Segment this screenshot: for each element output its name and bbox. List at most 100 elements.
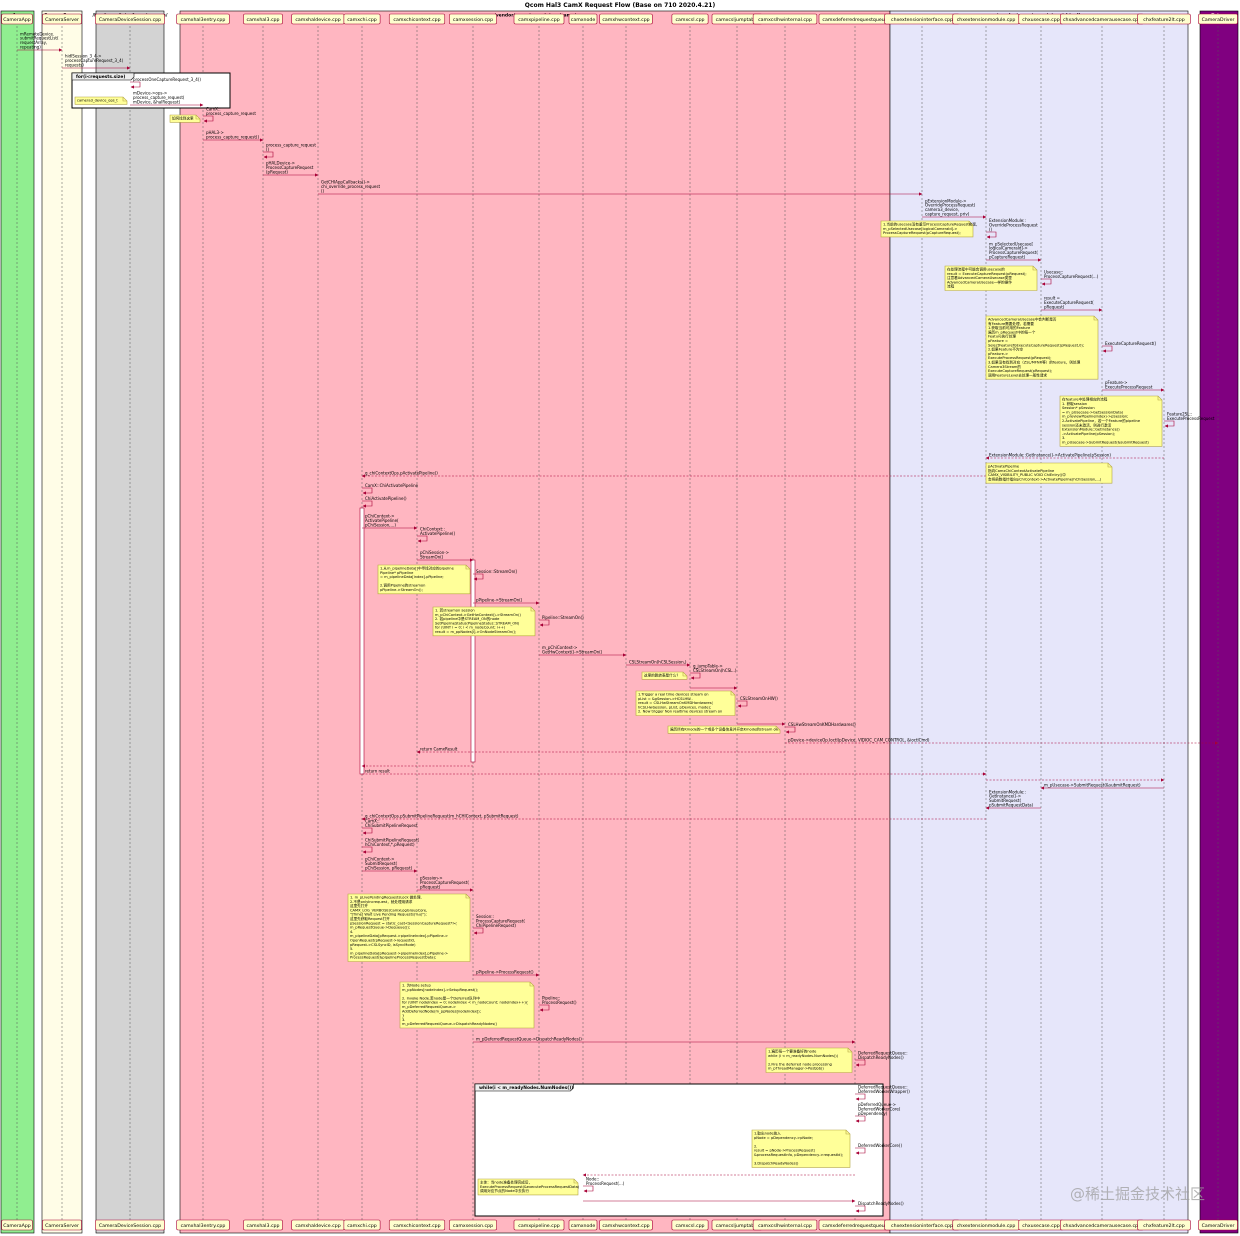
- note-text: 有Feature需要处理，若需要: [988, 321, 1034, 326]
- message-label: ExecuteCaptureRequest(: [1044, 300, 1094, 305]
- note-text: 2.: [754, 1144, 757, 1148]
- participant-label: camxhaldevice.cpp: [295, 17, 340, 23]
- message-label: camera3_device,: [925, 207, 959, 212]
- self-call-line: [1102, 345, 1113, 353]
- note-text: 1. 为Node setup: [402, 983, 431, 988]
- note-text: 2.调用Pipeline的streamon: [380, 583, 425, 588]
- participant-box: [599, 13, 653, 25]
- message-label: (pRequest): [266, 170, 288, 175]
- package-box-chi: [889, 10, 1189, 1234]
- message-label: Session::: [476, 914, 494, 919]
- note-text: AdvancedCameraUsecase中会判断是否: [988, 317, 1057, 322]
- participant-box: [95, 13, 165, 25]
- participant-label: camxdeferredrequestqueue: [822, 17, 887, 23]
- note-text: 3.如果没有找到对应（ZSL/MFNR等）的feature，则处理: [988, 360, 1081, 365]
- note-text: 1.Trigger a real time devices stream on: [638, 693, 709, 697]
- message-arrow: pHALDevice->ProcessCaptureRequest(pReque…: [263, 161, 319, 177]
- note-text: ExecuteProcessRequest(&executeProcessReq…: [480, 1185, 580, 1189]
- message-label: mRemoteDevice.: [20, 31, 54, 36]
- note-fold: [1157, 396, 1162, 401]
- participant-label: camxnode: [571, 1223, 596, 1229]
- participant-camxchi-bottom: camxchi.cpp: [343, 1219, 381, 1231]
- note-text: m_pDeferredRequestQueue->: [402, 1005, 456, 1009]
- participant-camxnode-bottom: camxnode: [568, 1219, 598, 1231]
- note-fold: [1107, 463, 1112, 468]
- message-label: pHAL3->: [206, 130, 224, 135]
- message-arrow: DeferredRequestQueue::DispatchReadyNodes…: [855, 1051, 908, 1067]
- participant-label: camxchi.cpp: [347, 17, 377, 23]
- participant-label: CameraDeviceSession.cpp: [99, 17, 161, 23]
- note-fold: [465, 565, 470, 570]
- self-call-line: [473, 927, 484, 935]
- note-text: AdvancedCameraUsecase一样的操作: [947, 279, 1012, 284]
- message-label: pDeferredQueue->: [858, 1102, 896, 1107]
- note: 1. 若streamon sessionm_pChiContext->GetHw…: [432, 606, 536, 637]
- note-text: 1. 若streamon session: [435, 608, 475, 613]
- note-body: [641, 671, 688, 680]
- message-label: SubmitRequest(: [365, 861, 397, 866]
- message-label: DeferredWorkerCore(): [858, 1143, 902, 1148]
- note-text: m_pChiContext->GetHwContext()->StreamOn(…: [435, 613, 521, 617]
- message-arrow: ChiContext::ActivatePipeline(): [417, 527, 456, 543]
- message-label: OverrideProcessRequest(: [925, 203, 976, 208]
- message-arrow: g_chiContextOps.pActivatePipeline(): [361, 471, 986, 478]
- participant-CameraDeviceSession-bottom: CameraDeviceSession.cpp: [95, 1219, 165, 1231]
- note-text: 1. m_pLivePendingRequestsLock 做处理,: [350, 895, 422, 900]
- loop-label: while(i < m_readyNodes.NumNodes()): [479, 1085, 573, 1091]
- participant-box: [343, 1219, 381, 1231]
- participant-box: [513, 13, 565, 25]
- message-arrow: m_pDeferredRequestQueue->DispatchReadyNo…: [473, 1037, 856, 1044]
- self-call-line: [855, 1115, 866, 1123]
- note-text: SelectFeatureToExecuteCaptureRequest(pRe…: [988, 343, 1084, 347]
- self-call-line: [986, 231, 997, 239]
- note-text: SetPipelineStatus(PipelineStatus::STREAM…: [435, 621, 520, 625]
- note: 1.Trigger a real time devices stream onp…: [635, 690, 736, 716]
- message-label: ChiPipelineRequest): [476, 923, 516, 928]
- participant-label: CameraServer: [45, 1223, 79, 1229]
- participant-camxsession-bottom: camxsession.cpp: [449, 1219, 497, 1231]
- participant-camxcsl-top: camxcsl.cpp: [671, 13, 709, 25]
- message-arrow: CamX::process_capture_request: [203, 107, 256, 123]
- note-text: 2.ActivatePipeline，若一个Feature的pipeline: [1062, 418, 1141, 423]
- message-arrow: pExtensionModule->OverrideProcessRequest…: [922, 198, 987, 219]
- watermark: @稀土掘金技术社区: [1070, 1185, 1205, 1203]
- message-label: pFeature->: [1105, 380, 1127, 385]
- participant-label: camxnode: [571, 17, 596, 23]
- note-text: 在处理流程中可能会调用usecase的: [947, 267, 1005, 272]
- message-label: pCaptureRequest): [989, 255, 1026, 260]
- message-label: ExecuteCaptureRequest(): [1105, 341, 1157, 346]
- message-label: return result: [365, 769, 390, 774]
- message-label: mDevice->ops->: [133, 91, 167, 96]
- participant-box: [599, 1219, 653, 1231]
- note-text: pRequest->CSLSyncID, isSyncMode): [350, 943, 416, 947]
- note-fold: [530, 607, 535, 612]
- note-text: 在feature中处理相应的流程: [1062, 397, 1108, 402]
- participant-camxhal3-top: camxhal3.cpp: [243, 13, 283, 25]
- participant-camxpipeline-top: camxpipeline.cpp: [513, 13, 565, 25]
- note-fold: [195, 115, 200, 120]
- message-arrow: process_capture_request(): [263, 143, 316, 159]
- participant-box: [568, 13, 598, 25]
- message-label: pPipeline->ProcessRequest(): [476, 970, 534, 975]
- message-arrow: ChiActivatePipeline(): [362, 496, 407, 508]
- note-text: while (i < m_readyNodes.NumNodes()): [768, 1054, 839, 1058]
- participant-box: [671, 1219, 709, 1231]
- note-text: 3.: [1062, 436, 1065, 440]
- participant-CameraServer-top: CameraServer: [42, 13, 82, 25]
- note-text: pFeature =: [988, 339, 1008, 343]
- note-text: OpenRequest(pRequest->requestId,: [350, 939, 415, 943]
- message-label: logicalCameraId]->: [989, 246, 1028, 251]
- note-body: [880, 220, 974, 238]
- package-box-app: [0, 10, 35, 1234]
- note-fold: [845, 1130, 850, 1135]
- self-call-line: [263, 151, 274, 159]
- participant-chxextensionmodule-bottom: chxextensionmodule.cpp: [952, 1219, 1020, 1231]
- note: 这里的跳转表是什么？: [641, 671, 688, 680]
- participant-label: camxcsljumptable: [716, 17, 759, 23]
- note-fold: [682, 672, 687, 677]
- note-text: 1.遍历每一个要准备好的node: [768, 1049, 817, 1054]
- participant-label: chxusecase.cpp: [1022, 1223, 1059, 1229]
- participant-label: camxcslhwinternal.cpp: [758, 17, 812, 23]
- message-label: ActivatePipeline(): [420, 531, 456, 536]
